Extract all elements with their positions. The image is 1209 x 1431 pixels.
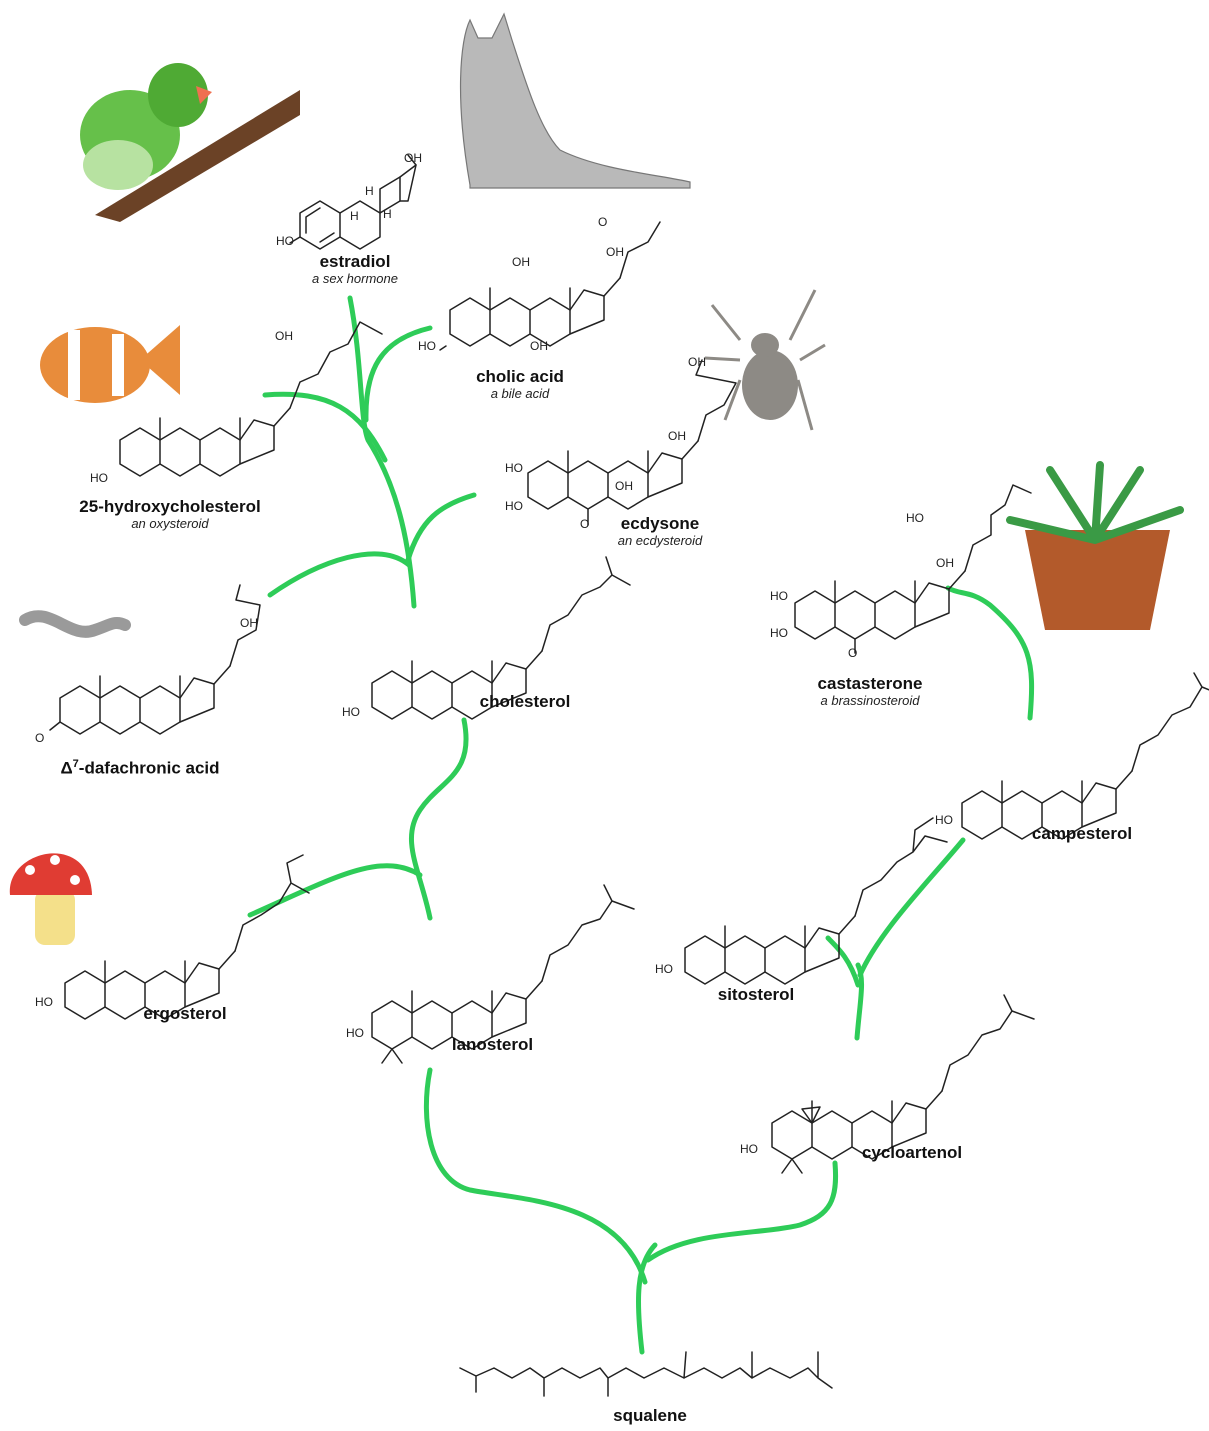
ecdysone-name: ecdysone (595, 514, 725, 534)
branch-to-cycloartenol (648, 1163, 836, 1260)
atom-label-ecdysone-ho1: HO (505, 461, 523, 475)
parrot-icon (80, 63, 300, 222)
atom-label-ecdysone-oh3: OH (688, 355, 706, 369)
label-squalene: squalene (595, 1406, 705, 1426)
lanosterol-name: lanosterol (440, 1035, 545, 1055)
atom-label-sitosterol-ho: HO (655, 962, 673, 976)
atom-label-cholic-oh2: OH (530, 339, 548, 353)
atom-label-hydroxychol-oh: OH (275, 329, 293, 343)
branch-to-lanosterol (426, 1070, 645, 1282)
label-ecdysone: ecdysone an ecdysteroid (595, 514, 725, 548)
label-campesterol: campesterol (1022, 824, 1142, 844)
campesterol-name: campesterol (1022, 824, 1142, 844)
branch-to-dafachronic (270, 554, 409, 595)
atom-label-hydroxychol-ho: HO (90, 471, 108, 485)
label-hydroxycholesterol: 25-hydroxycholesterol an oxysteroid (60, 497, 280, 531)
label-lanosterol: lanosterol (440, 1035, 545, 1055)
atom-label-estradiol-oh: OH (404, 151, 422, 165)
molecule-cholic-acid (440, 222, 660, 350)
label-ergosterol: ergosterol (130, 1004, 240, 1024)
atom-label-cycloartenol-ho: HO (740, 1142, 758, 1156)
atom-label-campesterol-ho: HO (935, 813, 953, 827)
ecdysone-class: an ecdysteroid (595, 534, 725, 549)
branch-to-sitosterol (828, 938, 858, 985)
atom-label-dafachronic-o: O (35, 731, 44, 745)
cholic-acid-class: a bile acid (450, 387, 590, 402)
atom-label-dafachronic-oh: OH (240, 616, 258, 630)
molecule-campesterol (962, 673, 1209, 839)
molecule-ergosterol (65, 855, 309, 1019)
mushroom-icon (10, 853, 92, 945)
cholesterol-name: cholesterol (470, 692, 580, 712)
atom-label-cholesterol-ho: HO (342, 705, 360, 719)
atom-label-castasterone-o: O (848, 646, 857, 660)
molecule-squalene (460, 1352, 832, 1396)
label-estradiol: estradiol a sex hormone (290, 252, 420, 286)
cat-icon (461, 14, 690, 188)
atom-label-ecdysone-o: O (580, 517, 589, 531)
atom-label-cholic-ho: HO (418, 339, 436, 353)
label-cholesterol: cholesterol (470, 692, 580, 712)
squalene-name: squalene (595, 1406, 705, 1426)
atom-label-estradiol-h1: H (365, 184, 374, 198)
atom-label-castasterone-ho2: HO (770, 626, 788, 640)
atom-label-estradiol-h3: H (350, 209, 359, 223)
dafachronic-acid-name: Δ7-dafachronic acid (40, 758, 240, 778)
branch-to-campesterol (860, 840, 963, 975)
atom-label-castasterone-ho3: HO (906, 511, 924, 525)
label-cholic-acid: cholic acid a bile acid (450, 367, 590, 401)
castasterone-name: castasterone (790, 674, 950, 694)
hydroxycholesterol-class: an oxysteroid (60, 517, 280, 532)
branch-to-ergosterol (250, 866, 420, 915)
ergosterol-name: ergosterol (130, 1004, 240, 1024)
atom-label-castasterone-ho1: HO (770, 589, 788, 603)
label-sitosterol: sitosterol (706, 985, 806, 1005)
atom-label-ecdysone-oh2: OH (668, 429, 686, 443)
atom-label-lanosterol-ho: HO (346, 1026, 364, 1040)
atom-label-castasterone-oh: OH (936, 556, 954, 570)
atom-label-ecdysone-ho2: HO (505, 499, 523, 513)
label-dafachronic-acid: Δ7-dafachronic acid (40, 758, 240, 778)
atom-label-ecdysone-oh1: OH (615, 479, 633, 493)
hydroxycholesterol-name: 25-hydroxycholesterol (60, 497, 280, 517)
plant-icon (1010, 465, 1180, 630)
cholic-acid-name: cholic acid (450, 367, 590, 387)
label-cycloartenol: cycloartenol (852, 1143, 972, 1163)
sitosterol-name: sitosterol (706, 985, 806, 1005)
estradiol-name: estradiol (290, 252, 420, 272)
molecule-estradiol (290, 155, 416, 249)
label-castasterone: castasterone a brassinosteroid (790, 674, 950, 708)
atom-label-estradiol-ho: HO (276, 234, 294, 248)
branch-lanosterol-up (411, 720, 466, 918)
atom-label-cholic-oh3: OH (606, 245, 624, 259)
branch-to-castasterone (948, 588, 1032, 718)
worm-icon (25, 616, 125, 632)
atom-label-cholic-oh1: OH (512, 255, 530, 269)
molecule-dafachronic-acid (50, 585, 260, 734)
clownfish-icon (40, 325, 180, 403)
estradiol-class: a sex hormone (290, 272, 420, 287)
tree-branches (250, 298, 1032, 1352)
atom-label-ergosterol-ho: HO (35, 995, 53, 1009)
atom-label-cholic-o: O (598, 215, 607, 229)
branch-to-ecdysone (408, 495, 474, 560)
atom-label-estradiol-h2: H (383, 207, 392, 221)
castasterone-class: a brassinosteroid (790, 694, 950, 709)
spider-icon (705, 290, 825, 430)
cycloartenol-name: cycloartenol (852, 1143, 972, 1163)
